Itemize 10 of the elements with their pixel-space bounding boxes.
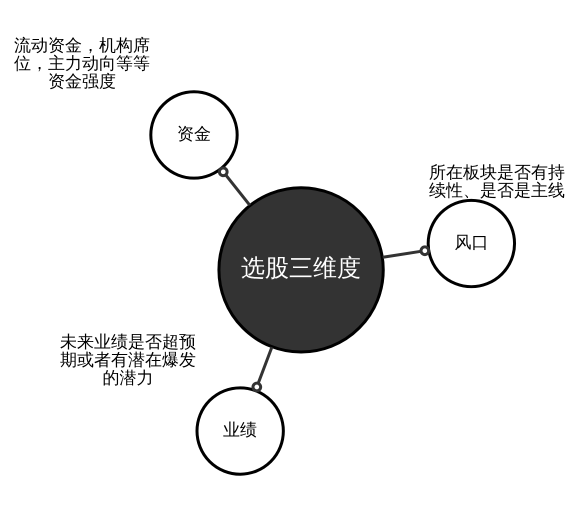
node-label: 未来业绩是否超预期或者有潜在爆发的潜力 (60, 330, 196, 387)
node-label: 所在板块是否有持续性、是否是主线 (429, 161, 566, 200)
node-label: 流动资金，机构席位，主力动向等等资金强度 (14, 34, 150, 91)
node-circle: 选股三维度 (217, 186, 385, 354)
node-circle: 风口 (426, 198, 516, 288)
node-circle: 资金 (149, 90, 239, 180)
connector (218, 166, 251, 206)
connector (251, 346, 274, 392)
connector (382, 244, 430, 258)
node-circle: 业绩 (196, 386, 285, 476)
